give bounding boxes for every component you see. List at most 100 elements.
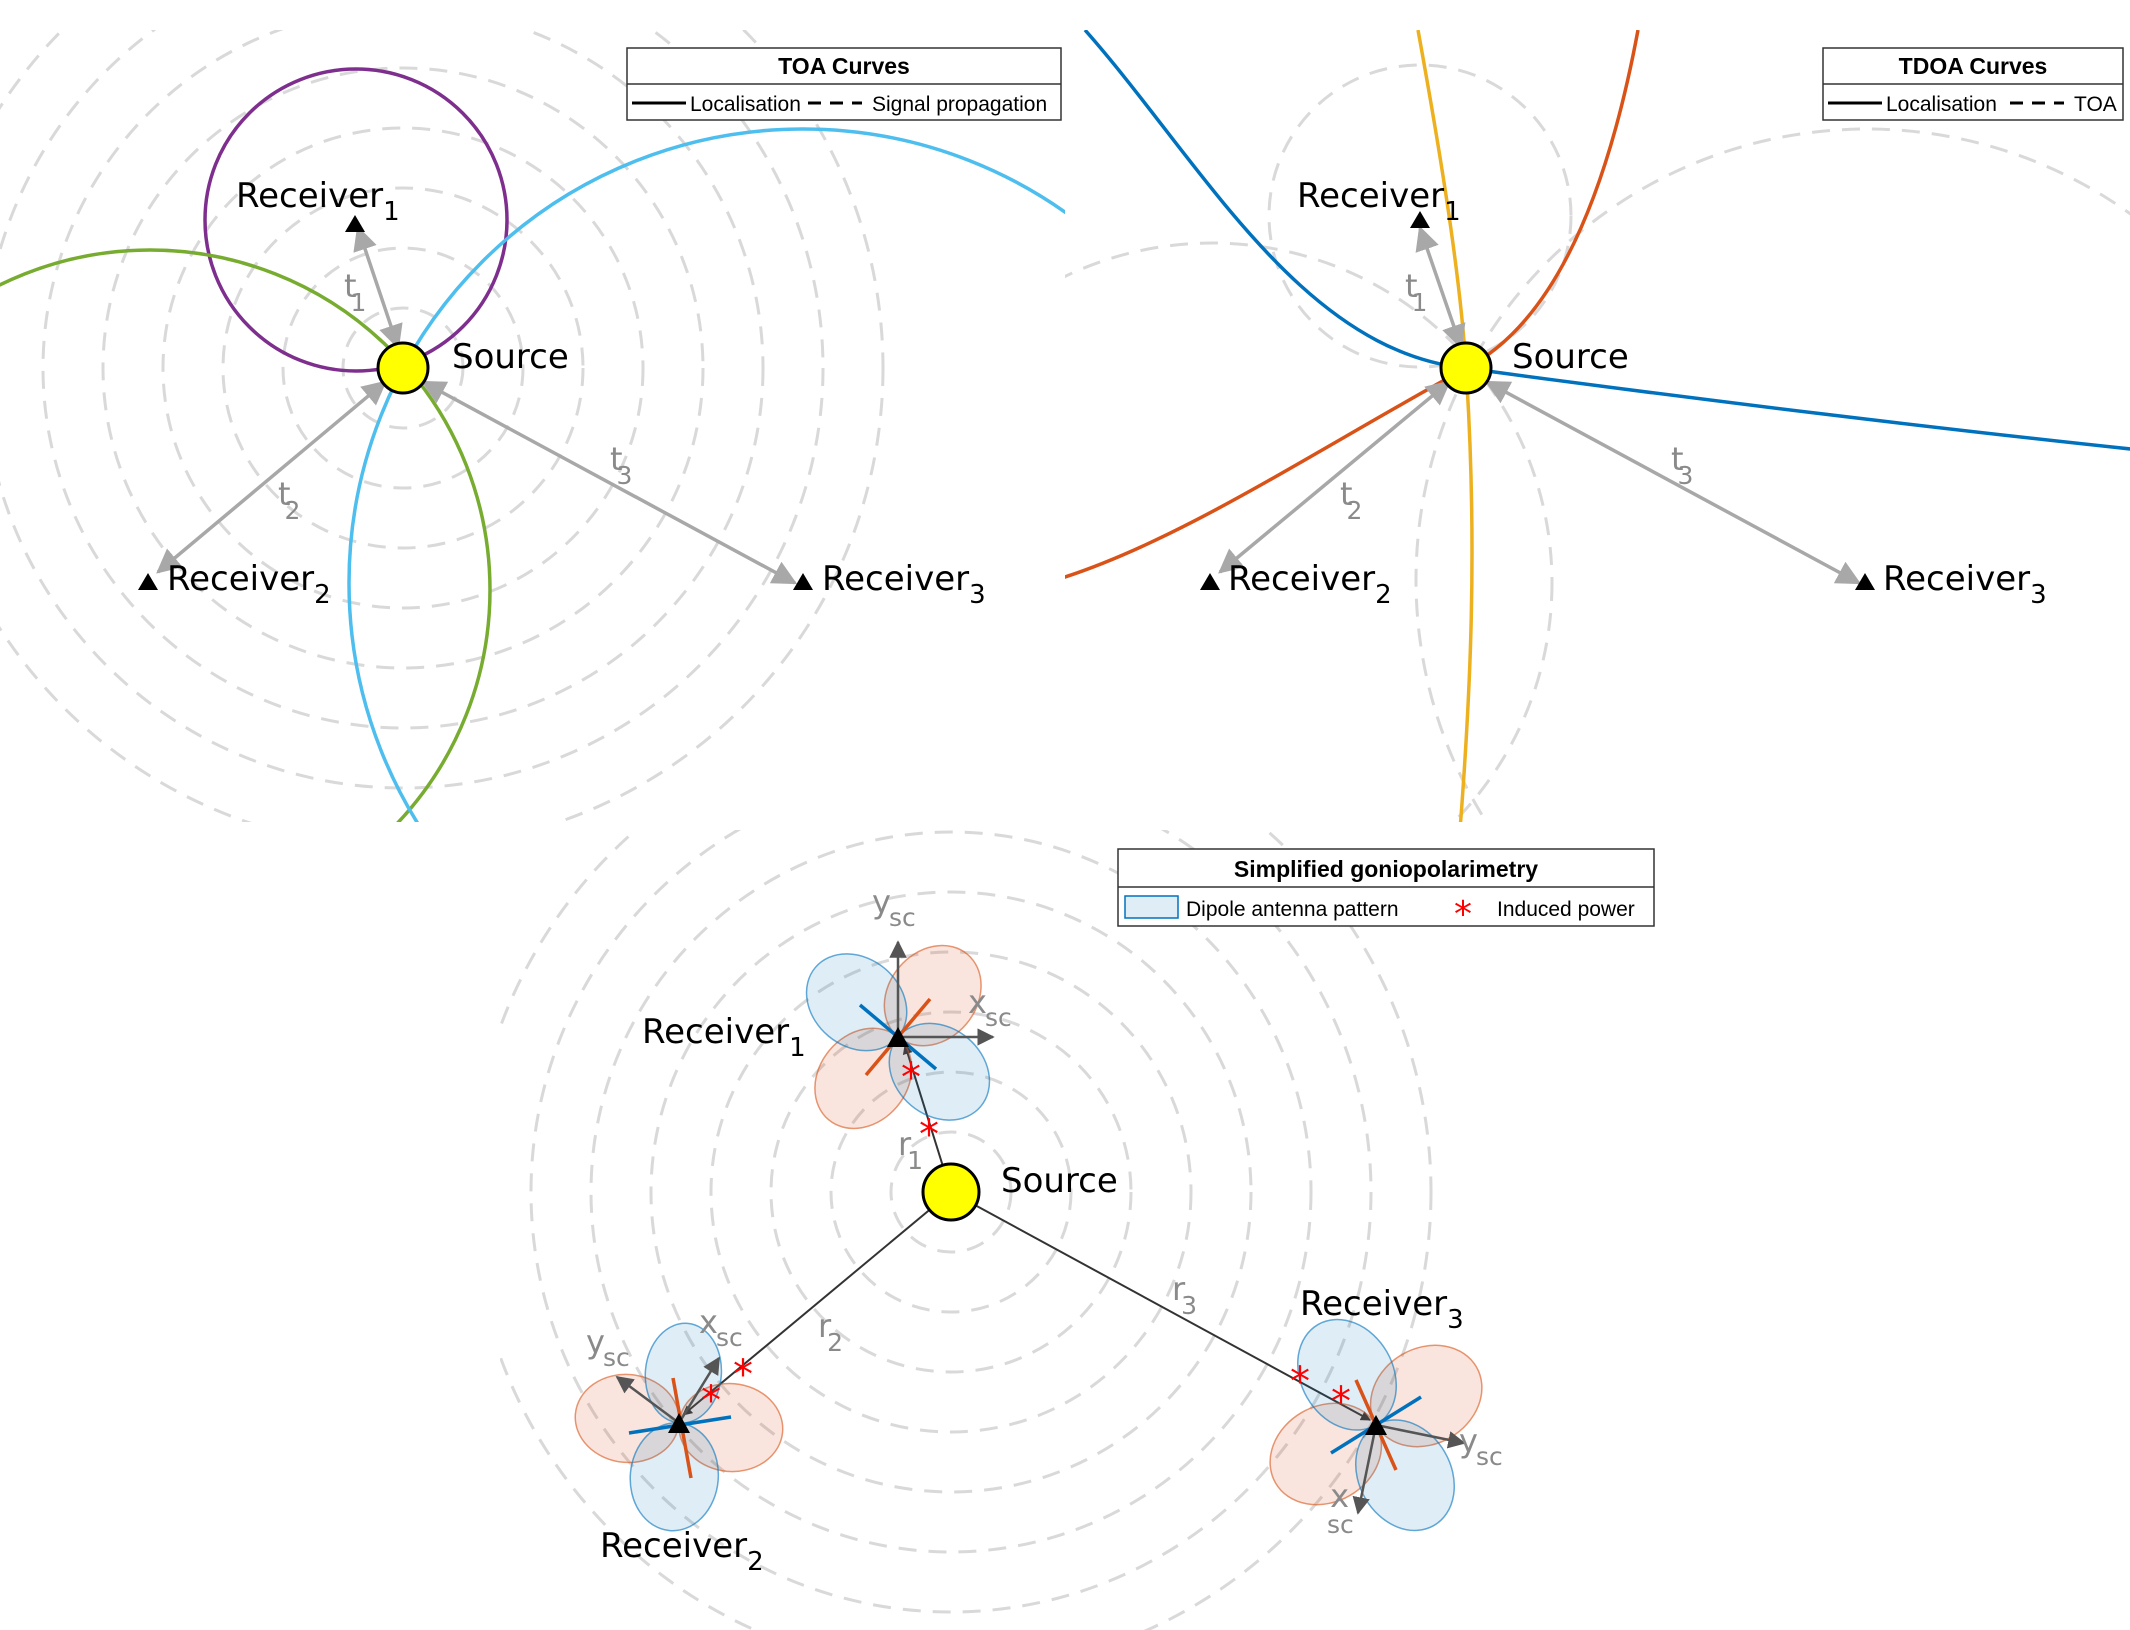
time-arrow-2: [156, 380, 387, 574]
tdoa-panel: Source Receiver1 Receiver2 Receiver3 t1 …: [1065, 30, 2130, 822]
time-arrows: [1218, 225, 1862, 585]
toa-legend: TOA Curves Localisation Signal propagati…: [626, 47, 1062, 121]
source-marker: [376, 341, 430, 395]
propagation-rings: [0, 30, 885, 822]
source-label: Source: [1001, 1161, 1118, 1201]
toa-circle-receiver3: [1414, 127, 2130, 822]
toa-panel: Source Receiver1 Receiver2 Receiver3 t1 …: [0, 30, 1065, 822]
induced-power-marker: *: [701, 1378, 721, 1424]
tdoa-legend-dashed-label: TOA: [2074, 93, 2117, 116]
receiver-1-y-axis-label: ysc: [872, 883, 916, 932]
receiver-2-x-axis-label: xsc: [699, 1303, 743, 1352]
tdoa-curves: [1065, 30, 2130, 822]
receiver-2-marker: [668, 1413, 690, 1433]
propagation-ring: [281, 246, 525, 490]
propagation-ring: [101, 66, 705, 670]
gonio-legend: Simplified goniopolarimetry Dipole anten…: [1117, 848, 1655, 935]
tdoa-curve-yellow: [1416, 30, 1474, 822]
gonio-panel: * * * * * * Source Receiver1 Receiver2 R…: [500, 830, 1503, 1630]
induced-power-marker: *: [919, 1112, 939, 1158]
gonio-legend-title: Simplified goniopolarimetry: [1234, 856, 1538, 882]
propagation-rings: [500, 830, 1433, 1630]
x-sc-axis: [677, 1356, 721, 1424]
toa-circle-receiver1: [1267, 63, 1573, 369]
receiver-2-label: Receiver2: [600, 1526, 764, 1577]
induced-power-marker: *: [1290, 1359, 1310, 1405]
time-label-2: t2: [1340, 475, 1362, 525]
receiver-2-marker: [138, 573, 158, 590]
range-label-1: r1: [898, 1125, 923, 1175]
y-sc-axis: [615, 1375, 680, 1425]
receiver-1-x-axis-label: xsc: [968, 983, 1012, 1032]
receiver-2-label: Receiver2: [1228, 559, 1392, 610]
receiver-1-marker: [887, 1027, 909, 1047]
induced-power-marker: *: [901, 1055, 921, 1101]
toa-curves: [0, 67, 1065, 822]
tdoa-legend-title: TDOA Curves: [1899, 53, 2048, 79]
propagation-ring: [769, 1010, 1133, 1374]
orange-dipole-pattern: [814, 944, 982, 1130]
source-label: Source: [1512, 337, 1629, 377]
receiver-3-label: Receiver3: [1300, 1284, 1464, 1335]
range-label-2: r2: [818, 1307, 843, 1357]
x-sc-axis: [1352, 1424, 1378, 1515]
time-arrows: [156, 225, 798, 585]
receiver-3-label: Receiver3: [822, 559, 986, 610]
time-label-1: t1: [1405, 267, 1427, 317]
receiver-3-marker: [1365, 1415, 1387, 1435]
antenna-pattern-receiver-3: [1269, 1318, 1483, 1532]
toa-legend-dashed-label: Signal propagation: [872, 93, 1047, 116]
time-label-3: t3: [1671, 440, 1693, 490]
source-marker: [921, 1162, 981, 1222]
time-label-3: t3: [610, 440, 632, 490]
time-arrow-2: [1218, 380, 1451, 574]
time-arrow-1: [1415, 225, 1466, 350]
range-label-3: r3: [1172, 1270, 1197, 1320]
time-label-1: t1: [344, 267, 366, 317]
propagation-ring: [0, 30, 885, 822]
antenna-pattern-receiver-1: [805, 940, 995, 1130]
tdoa-legend-solid-label: Localisation: [1886, 93, 1997, 116]
blue-dipole-pattern: [805, 953, 991, 1121]
source-marker: [1439, 341, 1493, 395]
propagation-ring: [500, 830, 1433, 1630]
propagation-ring: [529, 830, 1373, 1614]
receiver-1-label: Receiver1: [1297, 176, 1461, 227]
propagation-ring: [341, 306, 465, 430]
toa-legend-title: TOA Curves: [778, 53, 910, 79]
time-label-2: t2: [278, 475, 300, 525]
legend-induced-power-marker: *: [1454, 894, 1472, 935]
receiver-1-label: Receiver1: [236, 176, 400, 227]
receiver-1-marker: [345, 215, 365, 232]
receiver-3-y-axis-label: ysc: [1459, 1422, 1503, 1471]
propagation-ring: [589, 830, 1313, 1554]
orange-dipole-pattern: [574, 1373, 784, 1473]
toa-curve-receiver1: [203, 67, 509, 373]
range-lines: [682, 1044, 1371, 1421]
antenna-pattern-receiver-2: [574, 1322, 784, 1532]
induced-power-marker: *: [733, 1352, 753, 1398]
receiver-2-y-axis-label: ysc: [586, 1323, 630, 1372]
range-line-2: [682, 1191, 952, 1416]
tdoa-legend: TDOA Curves Localisation TOA: [1822, 47, 2124, 121]
toa-curve-receiver3: [347, 127, 1065, 822]
y-sc-axis: [1375, 1423, 1466, 1449]
time-arrow-1: [353, 225, 403, 350]
blue-dipole-pattern: [629, 1322, 723, 1532]
receiver-2-marker: [1200, 573, 1220, 590]
toa-curve-receiver2: [0, 248, 492, 822]
propagation-ring: [0, 30, 825, 790]
toa-legend-solid-label: Localisation: [690, 93, 801, 116]
time-arrow-3: [420, 380, 798, 585]
induced-power-marker: *: [1331, 1379, 1351, 1425]
propagation-ring: [889, 1130, 1013, 1254]
propagation-ring: [41, 30, 765, 730]
receiver-3-label: Receiver3: [1883, 559, 2047, 610]
receiver-3-marker: [1855, 573, 1875, 590]
receiver-3-marker: [793, 573, 813, 590]
propagation-ring: [649, 890, 1253, 1494]
gonio-legend-patch-label: Dipole antenna pattern: [1186, 898, 1399, 921]
propagation-ring: [161, 126, 645, 610]
